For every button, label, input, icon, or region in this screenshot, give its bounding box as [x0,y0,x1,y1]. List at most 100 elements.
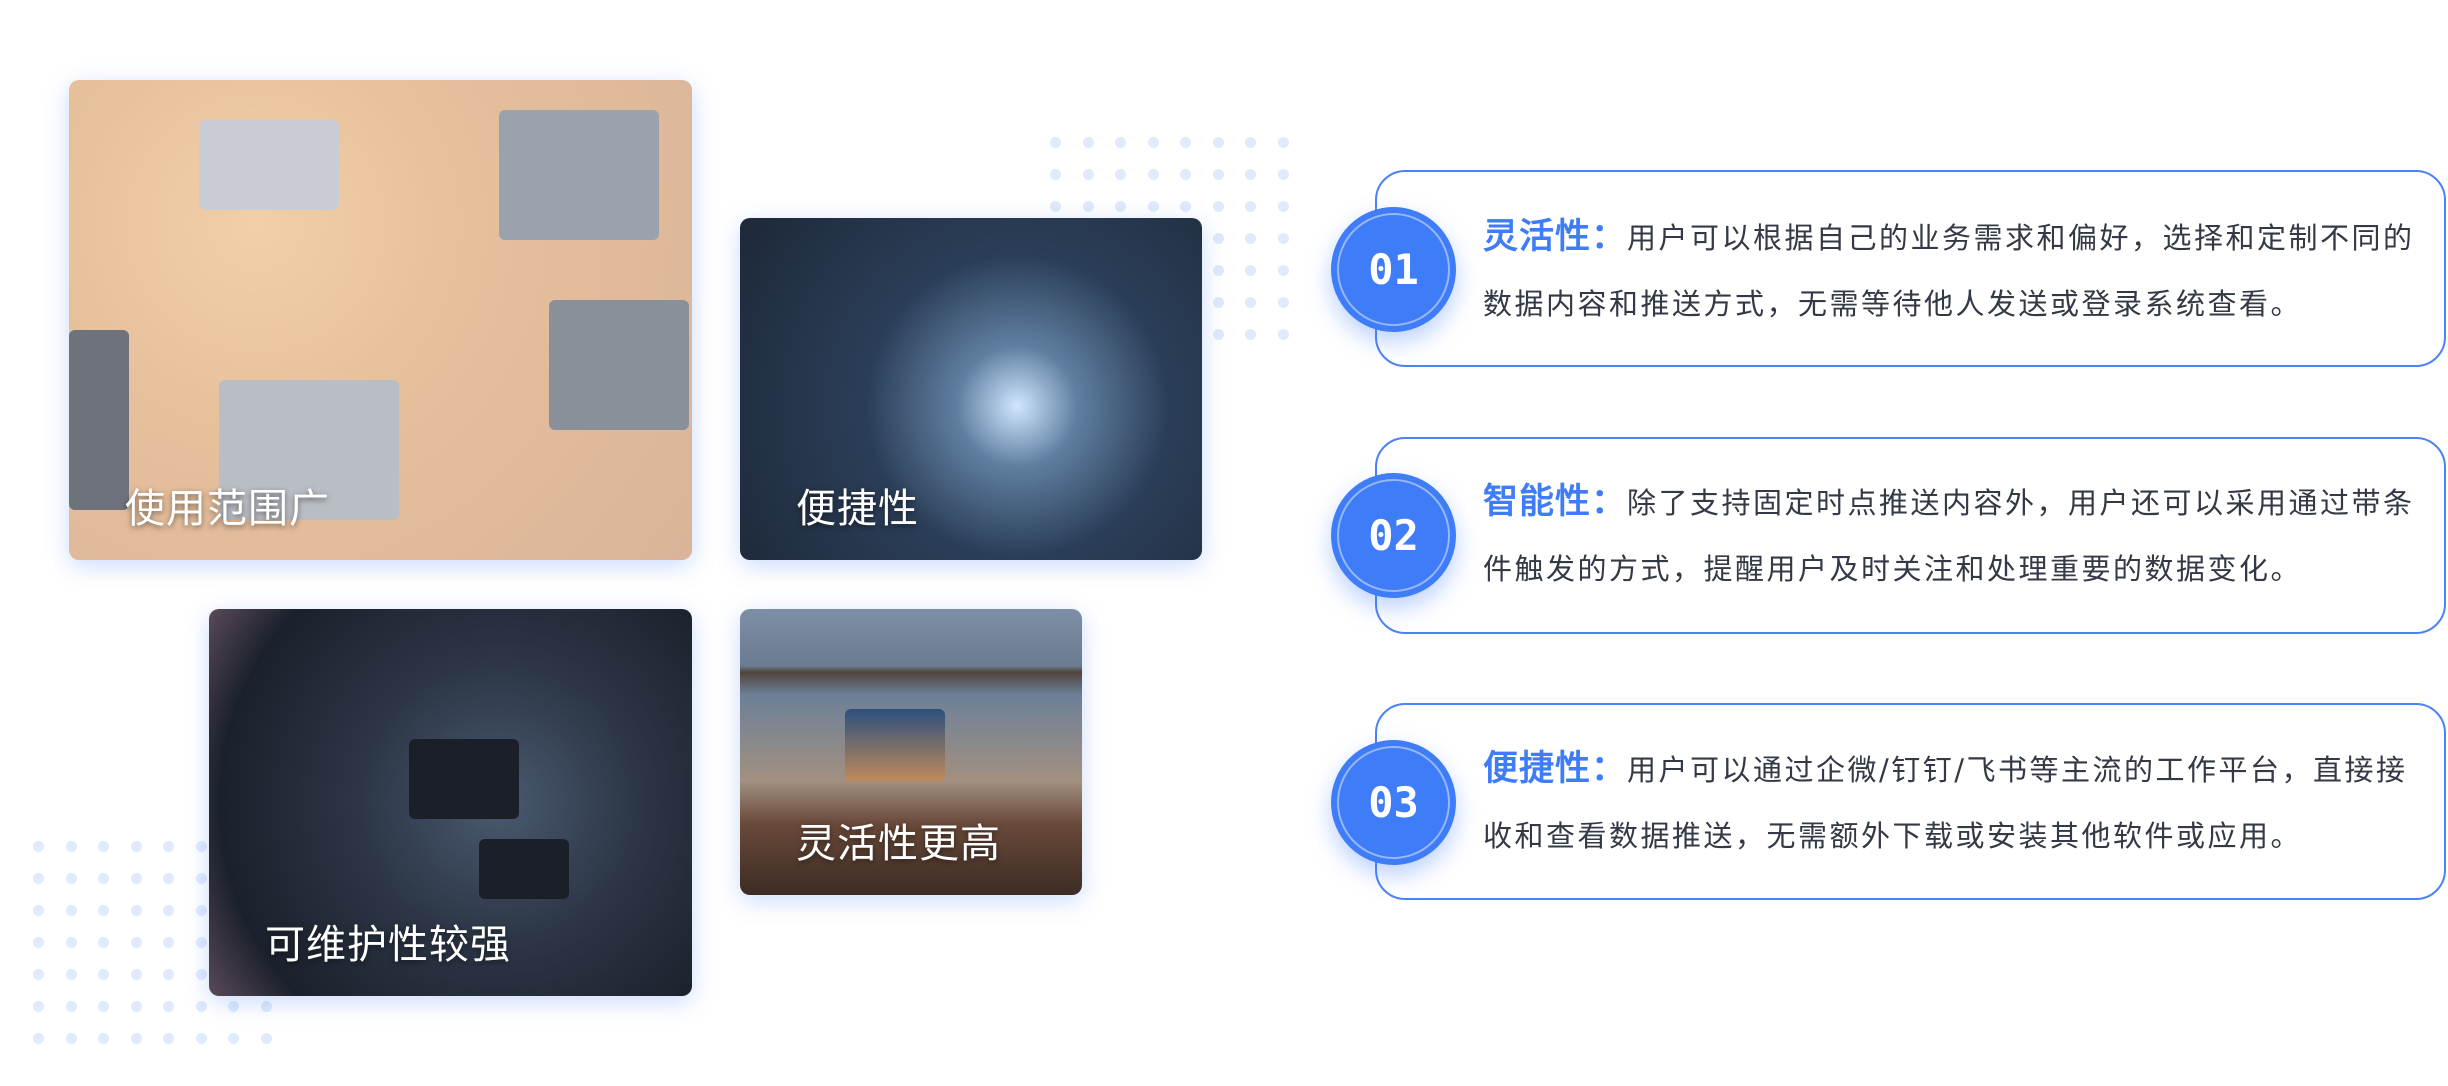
feature-title: 灵活性： [1483,217,1628,257]
dot [1277,137,1289,148]
dot [1082,137,1094,148]
dot [1212,201,1224,212]
feature-description: 除了支持固定时点推送内容外，用户还可以采用通过带条件触发的方式，提醒用户及时关注… [1483,486,2415,586]
dot [1147,201,1159,212]
feature-card-intelligence [1375,437,2446,634]
dot [130,1001,142,1012]
dot [65,905,77,916]
dot [1245,137,1256,148]
dot [33,873,44,884]
dot [195,937,207,948]
dot [1277,297,1289,308]
dot [1245,297,1256,308]
dot [130,905,142,916]
dot [1245,201,1256,212]
dot [33,969,44,980]
dot [33,905,44,916]
photo-network: 便捷性 [740,218,1202,560]
dot [130,1033,142,1044]
photo-label: 便捷性 [796,486,919,532]
dot [163,937,174,948]
photo-workspace: 使用范围广 [69,80,692,560]
dot [130,873,142,884]
feature-title: 便捷性： [1483,749,1628,789]
dot [1245,329,1256,340]
dot [65,969,77,980]
dot [98,873,109,884]
feature-card-convenience [1375,703,2446,900]
feature-text: 灵活性：用户可以根据自己的业务需求和偏好，选择和定制不同的数据内容和推送方式，无… [1483,204,2433,337]
dot [1277,265,1289,276]
dot [195,905,207,916]
dot [1212,137,1224,148]
dot [1180,201,1191,212]
dot [163,1033,174,1044]
dot [1245,169,1256,180]
dot [130,937,142,948]
dot [65,937,77,948]
dot [163,1001,174,1012]
dot [1050,137,1061,148]
dot [65,1033,77,1044]
dot [98,937,109,948]
dot [1245,265,1256,276]
dot [195,873,207,884]
feature-number-badge: 03 [1331,740,1456,865]
dot [1082,169,1094,180]
dot [1277,329,1289,340]
dot [65,1001,77,1012]
feature-text: 智能性：除了支持固定时点推送内容外，用户还可以采用通过带条件触发的方式，提醒用户… [1483,469,2433,602]
dot [163,873,174,884]
dot [1115,169,1126,180]
dot [1147,169,1159,180]
dot [1212,233,1224,244]
feature-number: 02 [1368,511,1419,560]
feature-number-badge: 01 [1331,207,1456,332]
dot [1277,233,1289,244]
dot [1212,169,1224,180]
dot [98,1001,109,1012]
dot [98,905,109,916]
dot [260,1001,272,1012]
dot [1147,137,1159,148]
feature-number: 01 [1368,245,1419,294]
dot [1212,265,1224,276]
dot [1277,201,1289,212]
dot [98,841,109,852]
dot [1245,233,1256,244]
dot [33,937,44,948]
feature-card-flexibility [1375,170,2446,367]
photo-label: 可维护性较强 [265,922,511,968]
dot [195,1033,207,1044]
dot [1212,297,1224,308]
dot [228,1033,239,1044]
feature-description: 用户可以根据自己的业务需求和偏好，选择和定制不同的数据内容和推送方式，无需等待他… [1483,221,2415,321]
dot [195,841,207,852]
dot [65,873,77,884]
dot [33,1001,44,1012]
dot [1050,201,1061,212]
dot [195,1001,207,1012]
dot [260,1033,272,1044]
dot [65,841,77,852]
feature-number-badge: 02 [1331,473,1456,598]
photo-laptop-window: 灵活性更高 [740,609,1082,895]
feature-number: 03 [1368,778,1419,827]
dot [1180,137,1191,148]
dot [163,841,174,852]
dot [1180,169,1191,180]
feature-text: 便捷性：用户可以通过企微/钉钉/飞书等主流的工作平台，直接接收和查看数据推送，无… [1483,736,2433,869]
photo-label: 使用范围广 [125,486,330,532]
dot [1212,329,1224,340]
dot [228,1001,239,1012]
dot [33,1033,44,1044]
dot [195,969,207,980]
dot [163,969,174,980]
photo-circuit-board: 可维护性较强 [209,609,692,996]
dot [1277,169,1289,180]
dot [1050,169,1061,180]
dot [163,905,174,916]
dot [98,1033,109,1044]
dot [1115,201,1126,212]
photo-label: 灵活性更高 [796,821,1001,867]
